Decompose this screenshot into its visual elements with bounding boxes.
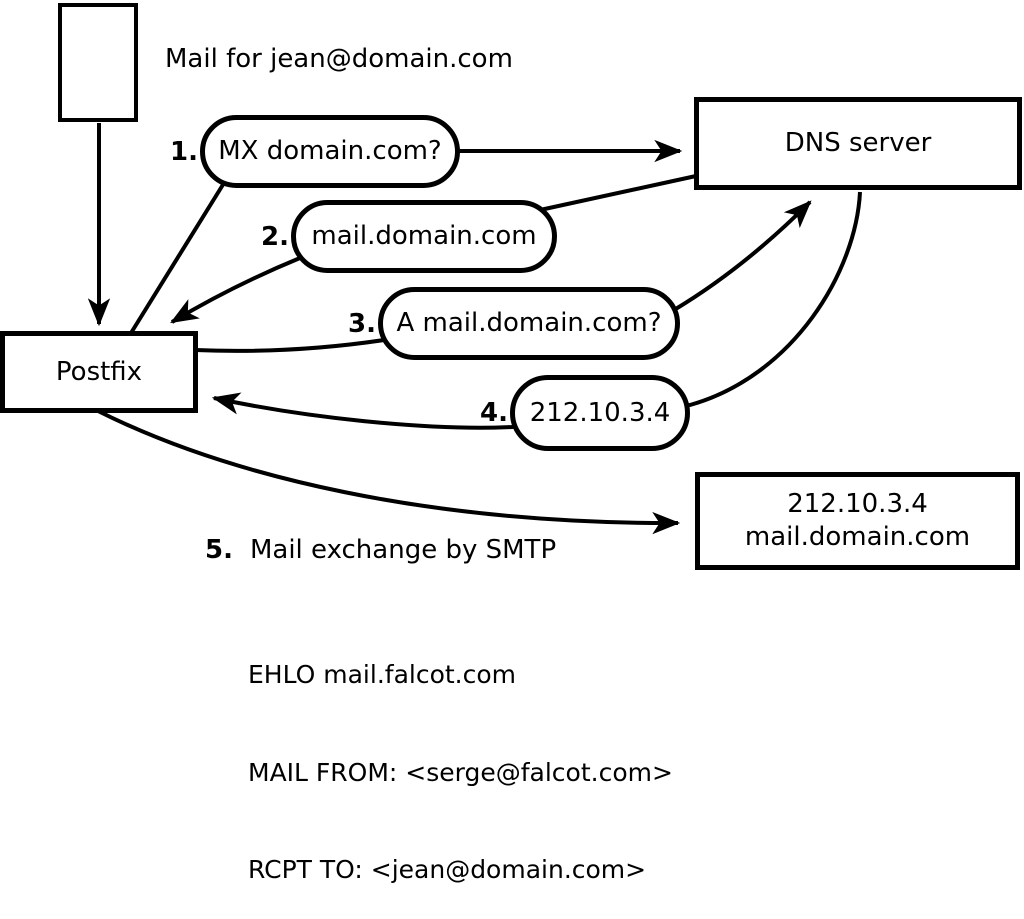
mx-query-pill: MX domain.com? [200, 115, 460, 188]
step-number-5: 5. [205, 535, 233, 565]
a-answer-label: 212.10.3.4 [529, 397, 671, 428]
arrow-a-query-to-dns [672, 200, 812, 312]
arrow-postfix-smtp-to-mailserver [97, 409, 681, 535]
a-query-pill: A mail.domain.com? [378, 287, 680, 360]
mail-note: Mail for jean@domain.com [165, 44, 513, 74]
mx-query-label: MX domain.com? [218, 136, 442, 166]
postfix-label: Postfix [55, 356, 143, 387]
destination-hostname: mail.domain.com [744, 522, 971, 552]
smtp-line: RCPT TO: <jean@domain.com> [248, 855, 647, 884]
destination-ip: 212.10.3.4 [787, 489, 928, 519]
dns-server-box: DNS server [694, 97, 1022, 190]
mail-message-box [58, 3, 138, 122]
line-postfix-to-mx-query [129, 181, 226, 335]
destination-mailserver-box: 212.10.3.4 mail.domain.com [695, 472, 1020, 570]
smtp-session-block: EHLO mail.falcot.com MAIL FROM: <serge@f… [248, 594, 673, 919]
step-number-4: 4. [480, 398, 508, 428]
postfix-box: Postfix [0, 331, 198, 413]
step-number-1: 1. [170, 137, 198, 167]
line-postfix-to-a-query [194, 338, 385, 353]
mx-answer-pill: mail.domain.com [291, 200, 557, 273]
smtp-line: MAIL FROM: <serge@falcot.com> [248, 757, 673, 787]
a-query-label: A mail.domain.com? [396, 308, 662, 338]
step-number-2: 2. [261, 222, 289, 252]
step-number-3: 3. [348, 309, 376, 339]
step-5-caption: 5. Mail exchange by SMTP [205, 535, 556, 565]
dns-server-label: DNS server [784, 128, 932, 158]
a-answer-pill: 212.10.3.4 [510, 375, 690, 451]
step-5-label: Mail exchange by SMTP [249, 535, 557, 565]
smtp-line: EHLO mail.falcot.com [248, 660, 517, 689]
mx-answer-label: mail.domain.com [311, 221, 537, 251]
